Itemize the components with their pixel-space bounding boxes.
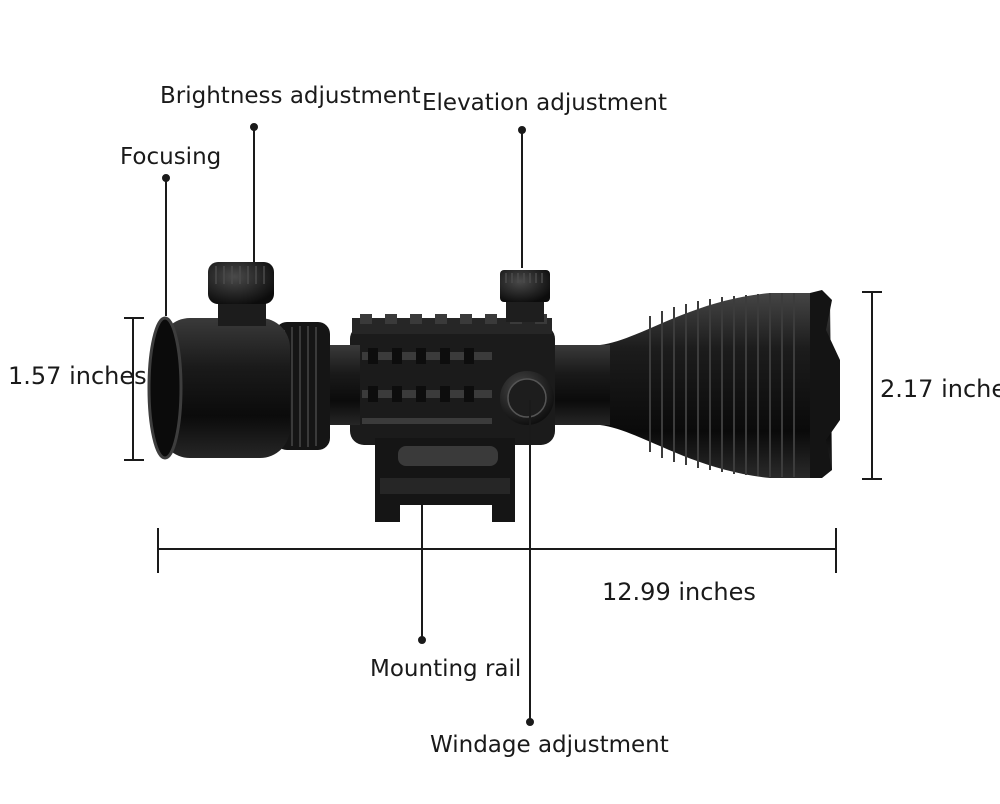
labels: Brightness adjustment Focusing Elevation… xyxy=(8,83,1000,758)
mounting-rail-leader-dot xyxy=(418,636,426,644)
elevation-turret-base xyxy=(506,300,544,322)
windage-adjustment-label: Windage adjustment xyxy=(430,732,669,758)
objective-crown xyxy=(810,290,840,478)
windage-leader-dot xyxy=(526,718,534,726)
elevation-leader-dot xyxy=(518,126,526,134)
focusing-leader-dot xyxy=(162,174,170,182)
side-rail-slots xyxy=(362,352,492,424)
overall-length-label: 12.99 inches xyxy=(602,578,756,606)
dimension-lines xyxy=(124,291,882,573)
eyepiece-diameter-bracket xyxy=(124,317,144,461)
brightness-dial-knurl xyxy=(215,266,265,284)
mounting-rail-label: Mounting rail xyxy=(370,656,521,682)
brightness-leader-dot xyxy=(250,123,258,131)
objective-diameter-label: 2.17 inches xyxy=(880,375,1000,403)
rifle-scope xyxy=(147,262,840,522)
windage-knob-face xyxy=(507,378,547,418)
objective-diameter-bracket xyxy=(862,291,882,480)
objective-ridges xyxy=(649,293,795,477)
objective-bell xyxy=(555,293,832,478)
brightness-adjustment-label: Brightness adjustment xyxy=(160,83,421,109)
overall-length-bracket xyxy=(157,528,837,573)
top-rail xyxy=(352,318,552,334)
eyepiece-housing xyxy=(160,318,290,458)
side-rail-teeth xyxy=(368,348,474,402)
elevation-cap-knurl xyxy=(505,273,543,283)
elevation-adjustment-label: Elevation adjustment xyxy=(422,90,667,116)
eyepiece-lens-ring xyxy=(147,316,183,460)
mount-slot xyxy=(398,446,498,466)
eyepiece-diameter-label: 1.57 inches xyxy=(8,362,147,390)
mount-clamp xyxy=(380,478,510,494)
focusing-label: Focusing xyxy=(120,144,221,170)
leader-lines xyxy=(162,123,534,726)
